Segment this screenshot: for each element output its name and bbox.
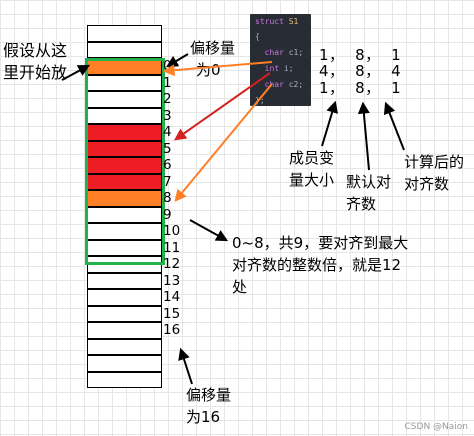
memory-cell <box>87 41 162 58</box>
memory-cell <box>87 371 162 388</box>
offset-index-label: 10 <box>163 223 181 239</box>
offset-index-label: 15 <box>163 305 181 322</box>
offset-index-label: 12 <box>163 256 181 272</box>
memory-cell <box>87 289 162 306</box>
arrow-computed-align <box>383 101 405 151</box>
code-line-c1: char c1; <box>255 48 304 57</box>
memory-cell <box>87 355 162 372</box>
default-align-line2: 齐数 <box>346 195 377 213</box>
offset-index-label: 9 <box>163 206 172 223</box>
code-type: char <box>264 80 284 89</box>
offset-index-label: 4 <box>163 124 172 140</box>
start-note-line2: 里开始放 <box>3 63 68 82</box>
memory-cell <box>87 25 162 42</box>
offset-index-label: 8 <box>163 190 172 206</box>
code-line-struct: struct S1 <box>255 17 298 26</box>
code-line-i: int i; <box>255 64 294 73</box>
values-row-c2: 1， 8， 1 <box>319 79 402 97</box>
arrow-i <box>174 72 271 141</box>
memory-cell <box>87 338 162 355</box>
code-struct-name: S1 <box>288 17 299 26</box>
offset-index-label: 3 <box>163 107 172 124</box>
start-note-line1: 假设从这 <box>3 41 68 60</box>
offset-index-label: 14 <box>163 289 181 305</box>
code-line-open: { <box>255 32 260 41</box>
explain-line1: 0~8，共9，要对齐到最大 <box>232 234 409 252</box>
code-type: int <box>264 64 280 73</box>
memory-cell <box>87 305 162 322</box>
code-type: char <box>264 48 284 57</box>
offset16-note-line1: 偏移量 <box>186 386 232 404</box>
watermark: CSDN @Naion <box>404 422 468 432</box>
arrow-member-size <box>321 100 338 147</box>
member-size-line1: 成员变 <box>289 149 335 167</box>
offset-index-label: 11 <box>163 239 181 256</box>
offset16-note-line2: 为16 <box>186 408 221 426</box>
explain-line2: 对齐数的整数倍，就是12 <box>232 256 402 274</box>
arrow-offset0 <box>165 53 189 68</box>
offset0-note-line2: 为0 <box>196 61 221 79</box>
offset-index-label: 13 <box>163 272 181 289</box>
offset-index-label: 2 <box>163 91 172 107</box>
arrow-offset16 <box>178 347 193 385</box>
arrow-c2 <box>174 83 273 202</box>
values-row-c1: 1， 8， 1 <box>319 46 402 64</box>
computed-align-line1: 计算后的 <box>404 153 465 171</box>
arrow-default-align <box>357 101 370 171</box>
default-align-line1: 默认对 <box>346 173 392 191</box>
offset-index-label: 5 <box>163 140 172 157</box>
offset-index-label: 16 <box>163 322 181 338</box>
code-var: c1; <box>288 48 304 57</box>
offset-index-label: 7 <box>163 173 172 190</box>
arrow-start <box>61 64 91 81</box>
arrow-c1 <box>162 61 273 77</box>
offset-index-label: 1 <box>163 74 172 91</box>
offset0-note-line1: 偏移量 <box>190 39 236 57</box>
memory-cell <box>87 272 162 289</box>
code-keyword: struct <box>255 17 284 26</box>
memory-cell <box>87 322 162 339</box>
member-size-line2: 量大小 <box>289 171 335 189</box>
computed-align-line2: 对齐数 <box>404 175 450 193</box>
code-line-c2: char c2; <box>255 80 304 89</box>
values-row-i: 4， 8， 4 <box>319 62 402 80</box>
offset-index-label: 6 <box>163 157 172 173</box>
code-panel: struct S1 { char c1; int i; char c2; }; <box>250 14 311 106</box>
code-line-close: }; <box>255 96 265 105</box>
arrow-explain <box>189 219 229 242</box>
code-var: c2; <box>288 80 304 89</box>
code-var: i; <box>283 64 294 73</box>
explain-line3: 处 <box>232 278 248 296</box>
